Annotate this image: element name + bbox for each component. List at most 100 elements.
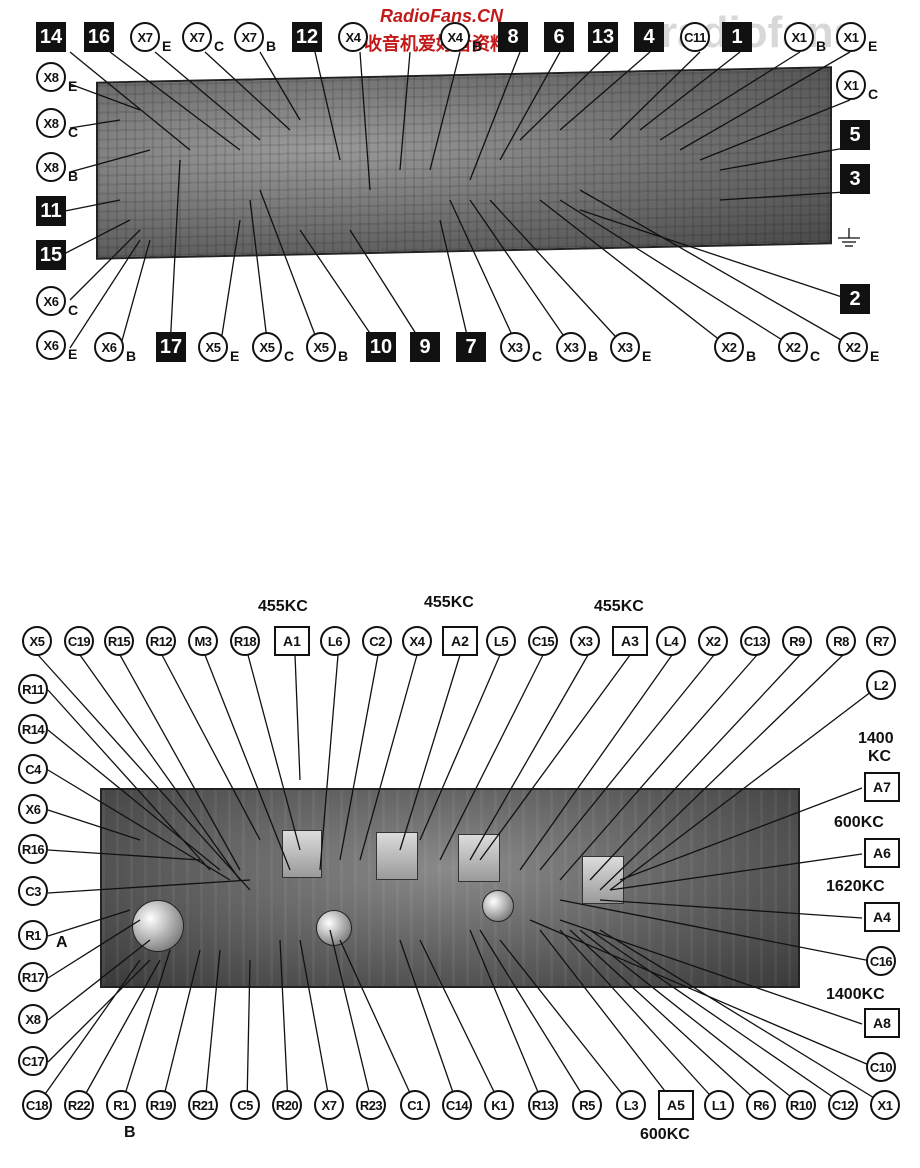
component-callout: L3 — [616, 1090, 646, 1120]
component-callout: C4 — [18, 754, 48, 784]
component-callout: R9 — [782, 626, 812, 656]
component-callout: C18 — [22, 1090, 52, 1120]
component-callout: R8 — [826, 626, 856, 656]
pin-number: 7 — [456, 332, 486, 362]
alignment-box: A6 — [864, 838, 900, 868]
alignment-box: A3 — [612, 626, 648, 656]
component-callout: R11 — [18, 674, 48, 704]
volume-control — [132, 900, 184, 952]
component-callout: C16 — [866, 946, 896, 976]
transistor-callout: X2 — [714, 332, 744, 362]
component-callout: C11 — [680, 22, 710, 52]
component-callout: C3 — [18, 876, 48, 906]
transistor-callout: X3 — [610, 332, 640, 362]
component-callout: R5 — [572, 1090, 602, 1120]
component-callout: C1 — [400, 1090, 430, 1120]
pin-number: 2 — [840, 284, 870, 314]
transistor-callout: X3 — [556, 332, 586, 362]
transistor-callout: X5 — [306, 332, 336, 362]
pin-number: 14 — [36, 22, 66, 52]
frequency-label: 600KC — [834, 814, 884, 831]
alignment-box: A1 — [274, 626, 310, 656]
component-callout: R12 — [146, 626, 176, 656]
pin-number: 5 — [840, 120, 870, 150]
bottom-chassis-photo — [100, 788, 800, 988]
component-callout: R10 — [786, 1090, 816, 1120]
component-callout: R1 — [18, 920, 48, 950]
component-callout: X3 — [570, 626, 600, 656]
component-callout: R6 — [746, 1090, 776, 1120]
component-callout: X4 — [402, 626, 432, 656]
component-callout: L1 — [704, 1090, 734, 1120]
transistor-callout: X6 — [94, 332, 124, 362]
component-callout: K1 — [484, 1090, 514, 1120]
component-callout: M3 — [188, 626, 218, 656]
if-transformer-a1 — [282, 830, 322, 878]
transistor-callout: X2 — [778, 332, 808, 362]
alignment-box: A4 — [864, 902, 900, 932]
alignment-box: A5 — [658, 1090, 694, 1120]
transistor-callout: X4 — [440, 22, 470, 52]
component-callout: X5 — [22, 626, 52, 656]
component-callout: C14 — [442, 1090, 472, 1120]
transistor-callout: X6 — [36, 286, 66, 316]
lead-suffix: E — [230, 348, 240, 364]
frequency-label: 1400KC — [826, 986, 885, 1003]
trimmer — [482, 890, 514, 922]
transistor-callout: X1 — [784, 22, 814, 52]
lead-suffix: B — [68, 168, 79, 184]
pin-number: 11 — [36, 196, 66, 226]
component-callout: L2 — [866, 670, 896, 700]
lead-suffix: B — [746, 348, 757, 364]
lead-suffix: E — [870, 348, 880, 364]
pin-number: 12 — [292, 22, 322, 52]
alignment-box: A2 — [442, 626, 478, 656]
pin-number: 4 — [634, 22, 664, 52]
component-callout: L6 — [320, 626, 350, 656]
lead-suffix: E — [642, 348, 652, 364]
component-callout: R21 — [188, 1090, 218, 1120]
pin-number: 8 — [498, 22, 528, 52]
frequency-label: 455KC — [258, 598, 308, 615]
transistor-callout: X6 — [36, 330, 66, 360]
component-callout: X1 — [870, 1090, 900, 1120]
lead-suffix: B — [126, 348, 137, 364]
component-callout: C2 — [362, 626, 392, 656]
electrolytic-capacitor — [316, 910, 352, 946]
component-callout: R18 — [230, 626, 260, 656]
lead-suffix: B — [472, 38, 483, 54]
component-callout: R17 — [18, 962, 48, 992]
lead-suffix: C — [214, 38, 225, 54]
lead-suffix: C — [284, 348, 295, 364]
lead-suffix: E — [868, 38, 878, 54]
component-callout: R19 — [146, 1090, 176, 1120]
component-callout: C19 — [64, 626, 94, 656]
lead-suffix: B — [266, 38, 277, 54]
component-callout: X6 — [18, 794, 48, 824]
lead-suffix: C — [868, 86, 879, 102]
component-callout: L5 — [486, 626, 516, 656]
lug-letter: B — [124, 1124, 136, 1141]
transistor-callout: X5 — [252, 332, 282, 362]
frequency-label: 455KC — [594, 598, 644, 615]
transistor-callout: X7 — [130, 22, 160, 52]
lug-letter: A — [56, 934, 68, 951]
pin-number: 6 — [544, 22, 574, 52]
component-callout: R15 — [104, 626, 134, 656]
transistor-callout: X8 — [36, 108, 66, 138]
lead-suffix: B — [338, 348, 349, 364]
pin-number: 13 — [588, 22, 618, 52]
transistor-callout: X1 — [836, 22, 866, 52]
component-callout: R16 — [18, 834, 48, 864]
pin-number: 1 — [722, 22, 752, 52]
pin-number: 17 — [156, 332, 186, 362]
transistor-callout: X4 — [338, 22, 368, 52]
watermark-site: RadioFans.CN — [380, 6, 504, 26]
transistor-callout: X7 — [234, 22, 264, 52]
transistor-callout: X1 — [836, 70, 866, 100]
component-callout: C12 — [828, 1090, 858, 1120]
frequency-label: 600KC — [640, 1126, 690, 1143]
component-callout: X7 — [314, 1090, 344, 1120]
component-callout: R7 — [866, 626, 896, 656]
